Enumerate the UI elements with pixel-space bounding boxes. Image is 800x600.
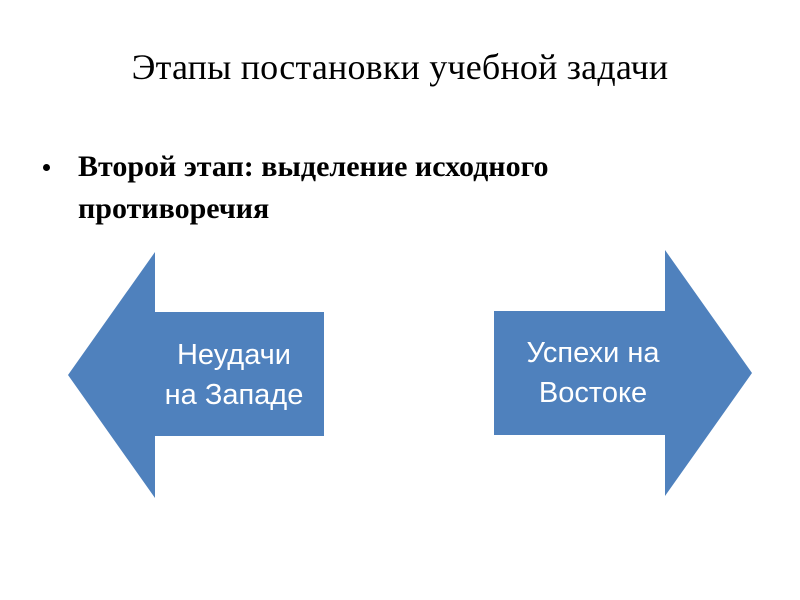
arrow-right-label-line-1: Успехи на — [526, 337, 660, 369]
arrow-right-shape[interactable]: Успехи на Востоке — [490, 246, 756, 500]
bullet-dot-icon — [43, 164, 50, 171]
list-item: Второй этап: выделение исходного противо… — [36, 146, 686, 230]
arrow-left-label-line-1: Неудачи — [176, 339, 291, 371]
arrow-right-label-line-2: Востоке — [538, 377, 648, 409]
bullet-text: Второй этап: выделение исходного противо… — [78, 150, 549, 225]
arrow-left-label: Неудачи на Западе — [142, 248, 326, 502]
arrow-right-label: Успехи на Востоке — [498, 246, 688, 500]
page-title: Этапы постановки учебной задачи — [131, 47, 669, 87]
body-bullet-list: Второй этап: выделение исходного противо… — [36, 146, 686, 230]
arrow-right-icon — [494, 250, 752, 496]
arrow-left-shape[interactable]: Неудачи на Западе — [64, 248, 328, 502]
arrow-left-label-line-2: на Западе — [164, 379, 304, 411]
arrow-left-icon — [68, 252, 324, 498]
